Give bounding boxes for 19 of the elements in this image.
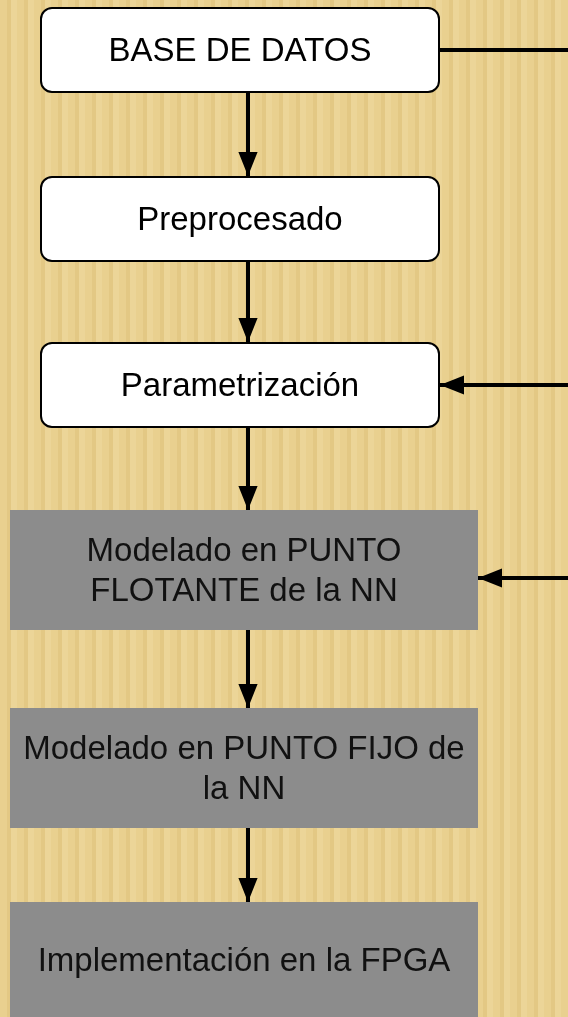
process-box <box>10 708 478 828</box>
box-label: Modelado en PUNTO FLOTANTE de la NN <box>85 530 403 610</box>
arrow <box>478 568 568 588</box>
arrow <box>238 93 258 176</box>
box-label: Implementación en la FPGA <box>36 939 452 980</box>
box-label: Modelado en PUNTO FIJO de la NN <box>22 728 466 808</box>
box-label: Parametrización <box>119 365 361 405</box>
process-box <box>40 176 440 262</box>
process-box <box>40 7 440 93</box>
arrow <box>238 630 258 708</box>
arrow <box>238 828 258 902</box>
process-box <box>40 342 440 428</box>
process-box <box>10 902 478 1017</box>
box-label: Preprocesado <box>136 199 344 239</box>
box-label: BASE DE DATOS <box>107 30 373 70</box>
arrow <box>238 262 258 342</box>
process-box <box>10 510 478 630</box>
arrow <box>440 375 568 395</box>
arrow <box>238 428 258 510</box>
